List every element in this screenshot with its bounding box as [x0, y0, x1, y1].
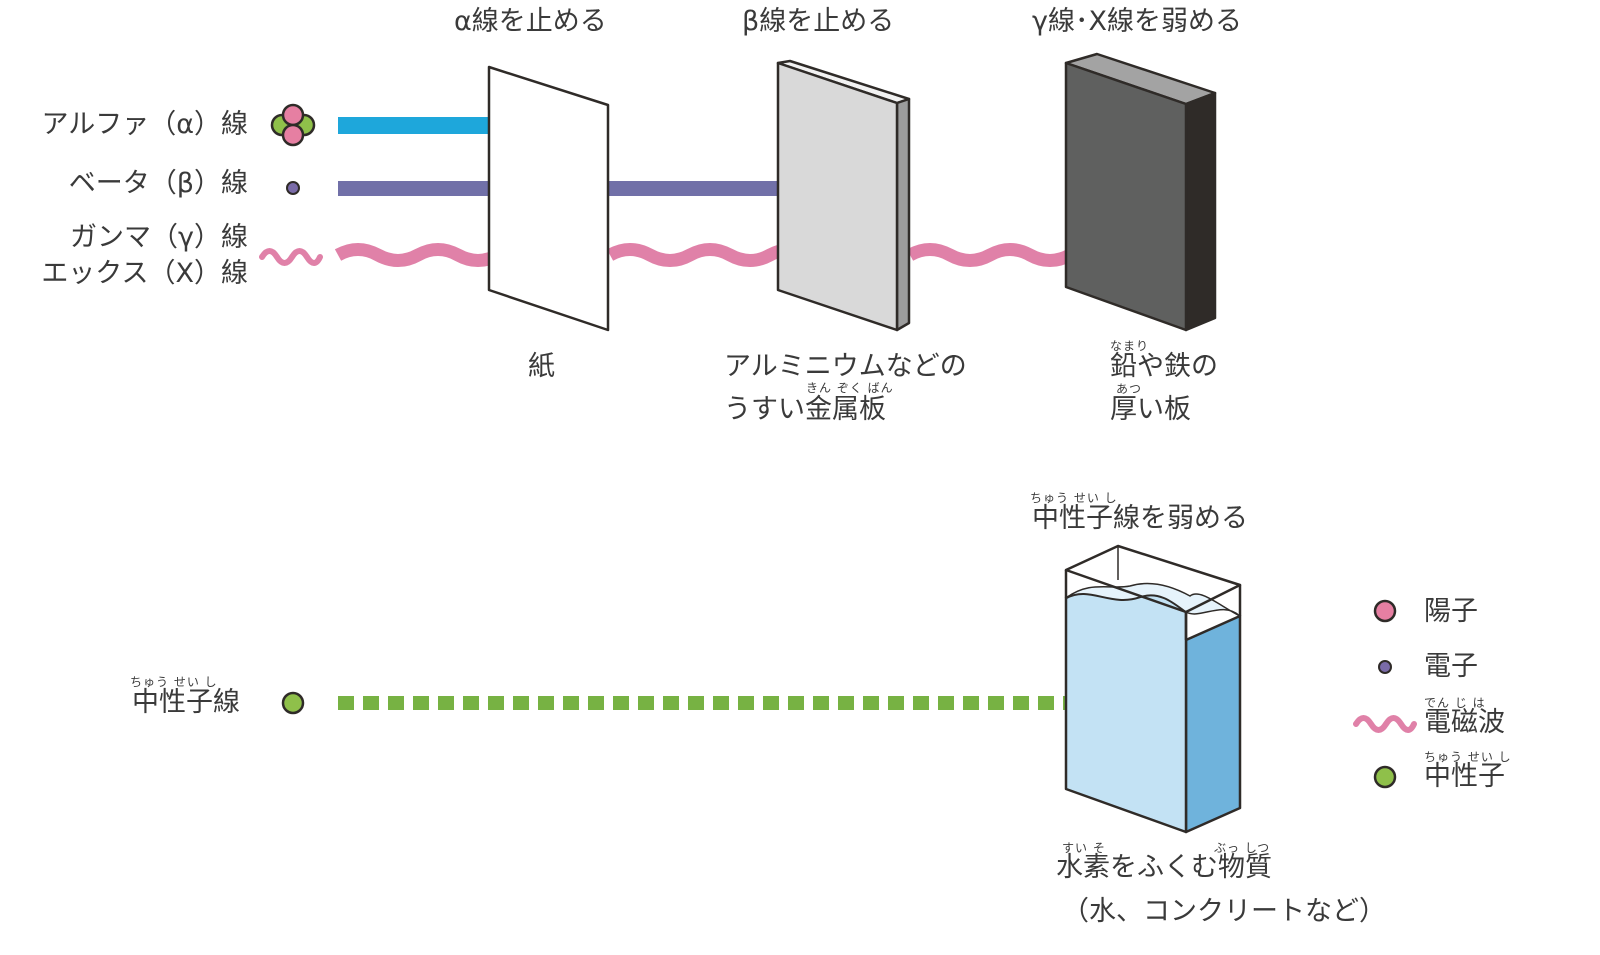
neutron-dash	[938, 696, 954, 710]
wavy-line-icon	[259, 248, 323, 266]
neutron-dash	[363, 696, 379, 710]
aluminum-ruby: きん ぞく ばん	[806, 381, 894, 395]
neutron-dash	[738, 696, 754, 710]
neutron-dash	[963, 696, 979, 710]
neutron-dash	[913, 696, 929, 710]
green-circle-icon	[281, 691, 305, 715]
neutron-dash	[763, 696, 779, 710]
legend-em-wave-ruby: でん じ は	[1424, 696, 1486, 710]
lead-plate	[1064, 52, 1217, 332]
neutron-dash	[563, 696, 579, 710]
aluminum-label-line1: アルミニウムなどの	[724, 351, 967, 382]
legend-proton-icon	[1373, 599, 1397, 623]
neutron-dash	[438, 696, 454, 710]
neutron-ray-label: 中性子線	[132, 687, 240, 718]
legend-em-wave-label: 電磁波	[1424, 707, 1505, 738]
paper-sheet	[487, 65, 610, 332]
thick-ruby: あつ	[1116, 382, 1143, 396]
neutron-dash	[838, 696, 854, 710]
water-ruby-1: すい そ	[1062, 841, 1106, 855]
water-label-line2: （水、コンクリートなど）	[1062, 896, 1386, 927]
neutron-dash	[1013, 696, 1029, 710]
neutron-dash	[588, 696, 604, 710]
neutron-arrow	[338, 696, 1104, 710]
gamma-ray-label: ガンマ（γ）線	[70, 222, 248, 253]
neutron-dash	[813, 696, 829, 710]
beta-ray-label: ベータ（β）線	[68, 168, 248, 199]
four-circle-cluster-icon	[270, 103, 316, 147]
legend-electron-label: 電子	[1424, 651, 1478, 682]
legend-neutron-icon	[1373, 765, 1397, 789]
legend-neutron-ruby: ちゅう せい し	[1424, 750, 1512, 764]
lead-label-line1: 鉛や鉄の	[1110, 351, 1218, 382]
small-dot-icon	[286, 181, 300, 195]
paper-label: 紙	[528, 351, 555, 382]
neutron-dash	[463, 696, 479, 710]
neutron-dash	[613, 696, 629, 710]
legend-electron-icon	[1378, 660, 1392, 674]
neutron-dash	[688, 696, 704, 710]
neutron-dash	[388, 696, 404, 710]
lead-ruby: なまり	[1110, 339, 1150, 353]
neutron-dash	[538, 696, 554, 710]
neutron-dash	[638, 696, 654, 710]
neutron-dash	[663, 696, 679, 710]
weakens-neutron-ruby: ちゅう せい し	[1030, 491, 1118, 505]
neutron-dash	[888, 696, 904, 710]
aluminum-label-line2: うすい金属板	[724, 394, 886, 425]
legend-wave-icon	[1353, 715, 1417, 733]
neutron-dash	[988, 696, 1004, 710]
alpha-ray-label: アルファ（α）線	[41, 109, 248, 140]
neutron-ray-ruby: ちゅう せい し	[130, 675, 218, 689]
neutron-dash	[513, 696, 529, 710]
xray-label: エックス（X）線	[41, 258, 248, 289]
neutron-dash	[488, 696, 504, 710]
neutron-dash	[1038, 696, 1054, 710]
legend-proton-label: 陽子	[1424, 596, 1478, 627]
stops-alpha-label: α線を止める	[454, 6, 607, 37]
aluminum-plate	[776, 59, 911, 332]
water-container	[1064, 544, 1242, 834]
weakens-gamma-x-label: γ線･X線を弱める	[1032, 6, 1242, 37]
water-label-line1: 水素をふくむ物質	[1056, 852, 1272, 883]
neutron-dash	[338, 696, 354, 710]
stops-beta-label: β線を止める	[742, 6, 895, 37]
weakens-neutron-label: 中性子線を弱める	[1032, 503, 1248, 534]
neutron-dash	[788, 696, 804, 710]
legend-neutron-label: 中性子	[1424, 761, 1505, 792]
lead-label-line2: 厚い板	[1110, 394, 1191, 425]
neutron-dash	[863, 696, 879, 710]
water-ruby-2: ぶっ しつ	[1214, 841, 1271, 855]
neutron-dash	[413, 696, 429, 710]
neutron-dash	[713, 696, 729, 710]
gamma-wave	[334, 233, 1138, 275]
